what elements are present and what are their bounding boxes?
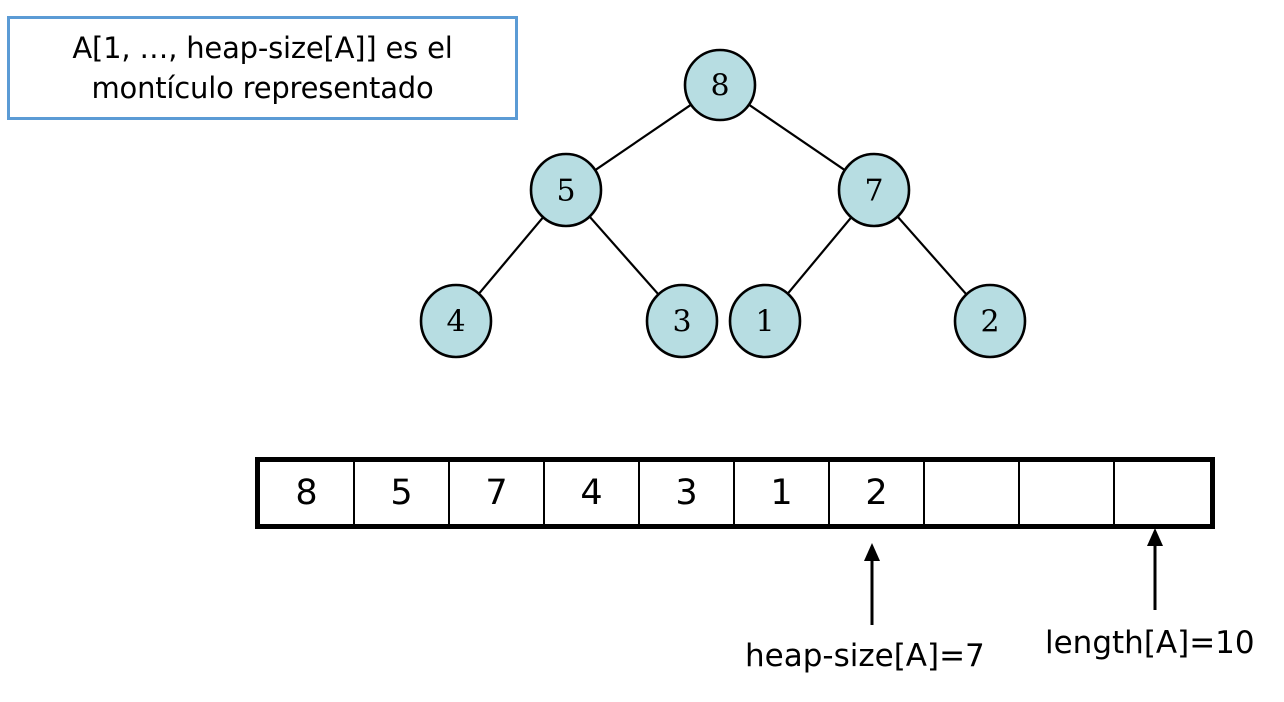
tree-edge [477, 216, 545, 295]
array-cell: 1 [735, 462, 830, 524]
tree-node: 3 [645, 283, 719, 359]
tree-edge [786, 216, 853, 295]
tree-node-label: 5 [556, 174, 575, 209]
tree-edge [748, 103, 846, 172]
array-cell: 8 [260, 462, 355, 524]
callout-line-2: montículo representado [91, 71, 434, 105]
heap-size-label: heap-size[A]=7 [745, 638, 985, 674]
tree-node-label: 4 [446, 305, 465, 340]
binary-heap-tree: 8 5 7 4 3 1 2 [419, 48, 1027, 359]
pointer-arrow-head [1147, 528, 1163, 546]
array-cell: 2 [830, 462, 925, 524]
tree-node-shape [683, 48, 757, 122]
callout-box: A[1, …, heap-size[A]] es el montículo re… [7, 16, 518, 120]
array-cell [1115, 462, 1210, 524]
array-cell [925, 462, 1020, 524]
tree-node-label: 8 [710, 69, 729, 104]
tree-node: 2 [953, 283, 1027, 359]
tree-node-shape [837, 152, 911, 228]
tree-node-shape [419, 283, 493, 359]
tree-node: 4 [419, 283, 493, 359]
tree-node-label: 2 [980, 305, 999, 340]
tree-node-shape [953, 283, 1027, 359]
array-cell: 3 [640, 462, 735, 524]
tree-edge [588, 215, 660, 296]
tree-edge [896, 215, 968, 296]
pointer-arrow-head [864, 543, 880, 561]
tree-node-label: 1 [755, 305, 774, 340]
tree-node-shape [645, 283, 719, 359]
tree-node: 8 [683, 48, 757, 122]
tree-node: 5 [529, 152, 603, 228]
tree-node-shape [728, 283, 802, 359]
callout-line-1: A[1, …, heap-size[A]] es el [72, 31, 453, 65]
array-cell: 5 [355, 462, 450, 524]
tree-node-label: 3 [672, 305, 691, 340]
tree-nodes: 8 5 7 4 3 1 2 [419, 48, 1027, 359]
array-cell: 4 [545, 462, 640, 524]
pointer-arrows [864, 528, 1163, 625]
length-label: length[A]=10 [1045, 625, 1255, 661]
tree-edge [594, 103, 692, 172]
array-cell: 7 [450, 462, 545, 524]
tree-node: 7 [837, 152, 911, 228]
tree-node: 1 [728, 283, 802, 359]
tree-edges [477, 103, 968, 296]
tree-node-shape [529, 152, 603, 228]
tree-node-label: 7 [864, 174, 883, 209]
array-cell [1020, 462, 1115, 524]
